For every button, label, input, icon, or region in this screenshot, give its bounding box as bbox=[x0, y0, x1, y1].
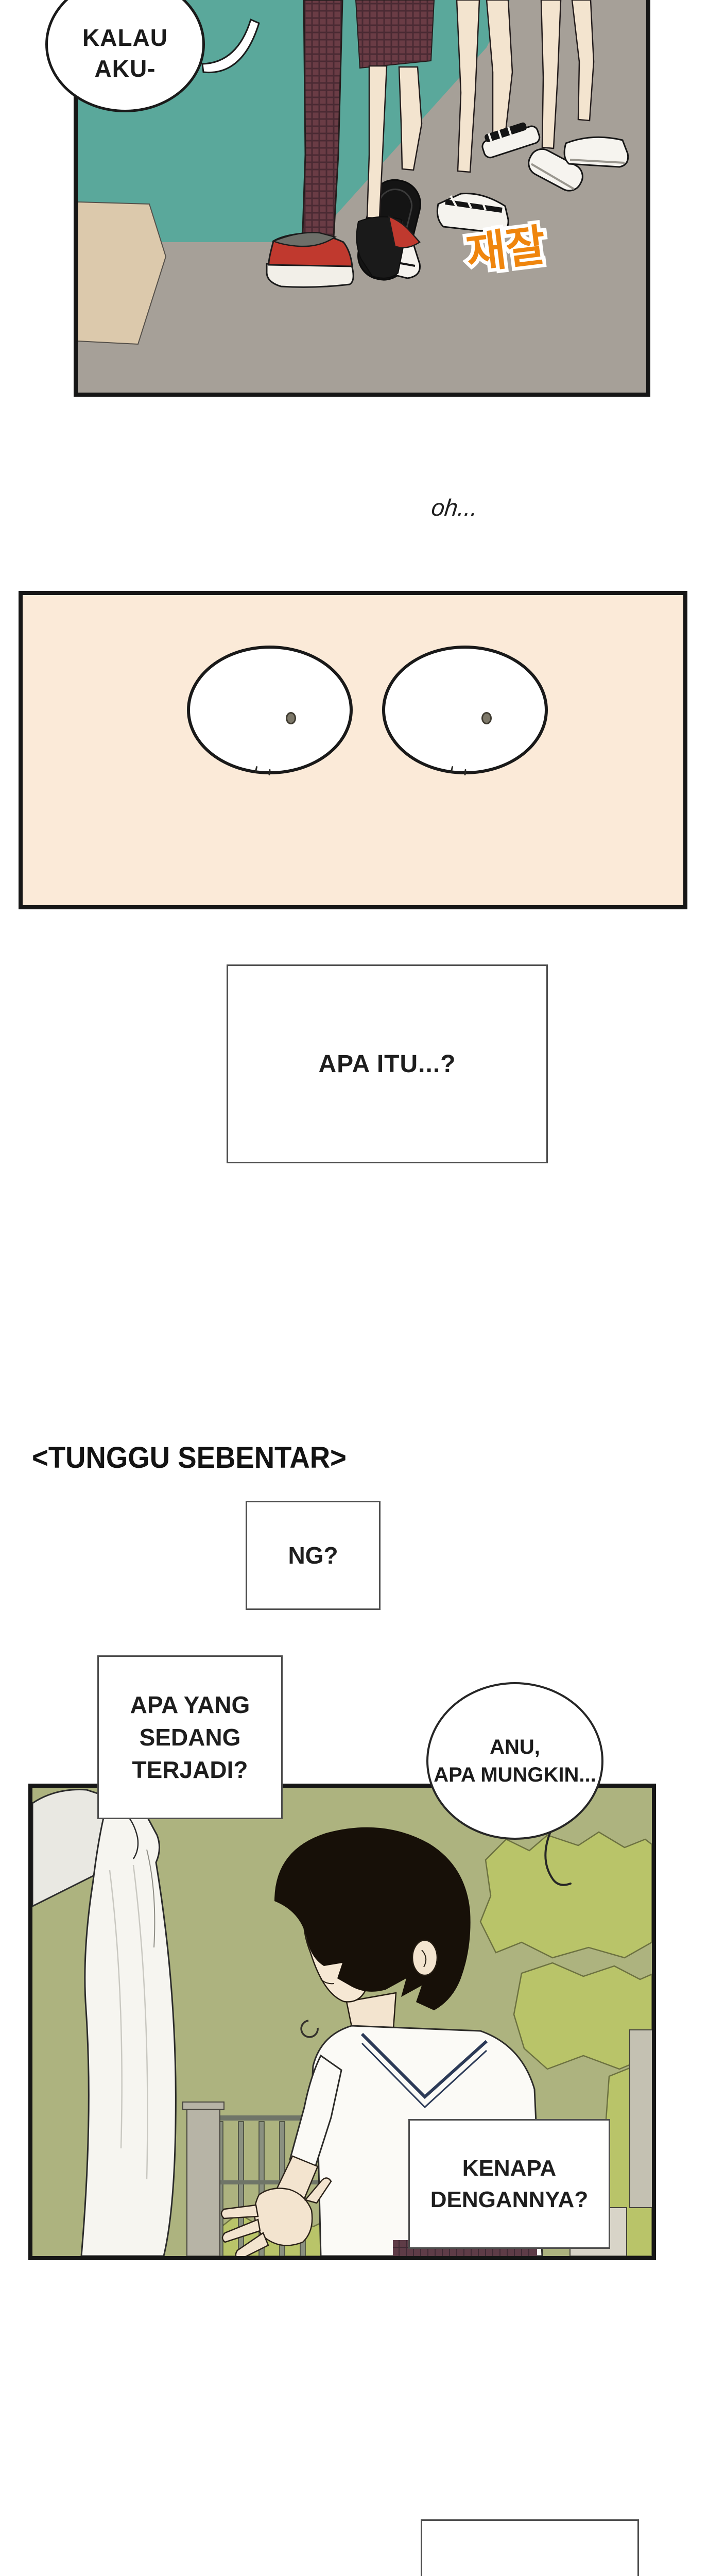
panel-staring-eyes bbox=[19, 591, 687, 909]
caption-text: APA ITU...? bbox=[318, 1050, 456, 1078]
caption-box-terjadi: APA YANG SEDANG TERJADI? bbox=[97, 1655, 283, 1819]
caption-box-ng: NG? bbox=[246, 1501, 381, 1610]
eyelash-tick bbox=[268, 769, 271, 776]
fingers bbox=[220, 2204, 269, 2256]
caption-line: APA YANG bbox=[130, 1691, 250, 1718]
person-plaid-skirt bbox=[355, 0, 435, 279]
left-pupil bbox=[286, 712, 296, 724]
narration-oh: oh... bbox=[430, 494, 479, 521]
caption-line: SEDANG bbox=[139, 1723, 241, 1751]
caption-box-apa-itu: APA ITU...? bbox=[227, 964, 548, 1163]
eyelash-tick bbox=[464, 769, 467, 776]
sneaker-sole bbox=[266, 263, 354, 288]
bubble-line: KALAU bbox=[82, 24, 168, 51]
bubble-line: APA MUNGKIN... bbox=[434, 1764, 596, 1786]
bubble-line: AKU- bbox=[94, 55, 156, 82]
speech-bubble-kalau: KALAU AKU- bbox=[45, 0, 205, 112]
swirl-mark bbox=[300, 2020, 319, 2038]
person-slide-sandals bbox=[436, 0, 541, 234]
caption-tunggu-sebentar: <TUNGGU SEBENTAR> bbox=[32, 1441, 347, 1475]
red-shoe-toe bbox=[388, 215, 421, 248]
bubble-line: ANU, bbox=[490, 1736, 540, 1758]
person-white-sneakers bbox=[528, 0, 629, 192]
sfx-chatter-korean: 재잘 bbox=[463, 219, 548, 279]
beige-wall bbox=[78, 201, 167, 345]
anu-bubble-tail bbox=[544, 1832, 572, 1886]
fence-post bbox=[186, 2109, 220, 2256]
bare-leg bbox=[398, 66, 423, 171]
caption-line: DENGANNYA? bbox=[430, 2187, 589, 2212]
caption-box-kenapa: KENAPA DENGANNYA? bbox=[408, 2119, 610, 2249]
speech-bubble-tail bbox=[201, 18, 260, 74]
left-eye bbox=[187, 646, 353, 774]
caption-line: TERJADI? bbox=[132, 1756, 248, 1783]
ear bbox=[411, 1939, 438, 1976]
thumb bbox=[304, 2177, 332, 2204]
caption-box-susana: SUSANA MACAM APA INI? bbox=[421, 2519, 639, 2576]
right-pupil bbox=[481, 712, 492, 724]
mouth bbox=[320, 1979, 335, 1985]
speech-bubble-anu: ANU, APA MUNGKIN... bbox=[426, 1682, 603, 1840]
collar-stripe bbox=[360, 2032, 488, 2099]
caption-line: KENAPA bbox=[462, 2156, 557, 2181]
caption-text: NG? bbox=[288, 1542, 338, 1569]
collar-stripe bbox=[361, 2042, 488, 2109]
right-eye bbox=[382, 646, 548, 774]
